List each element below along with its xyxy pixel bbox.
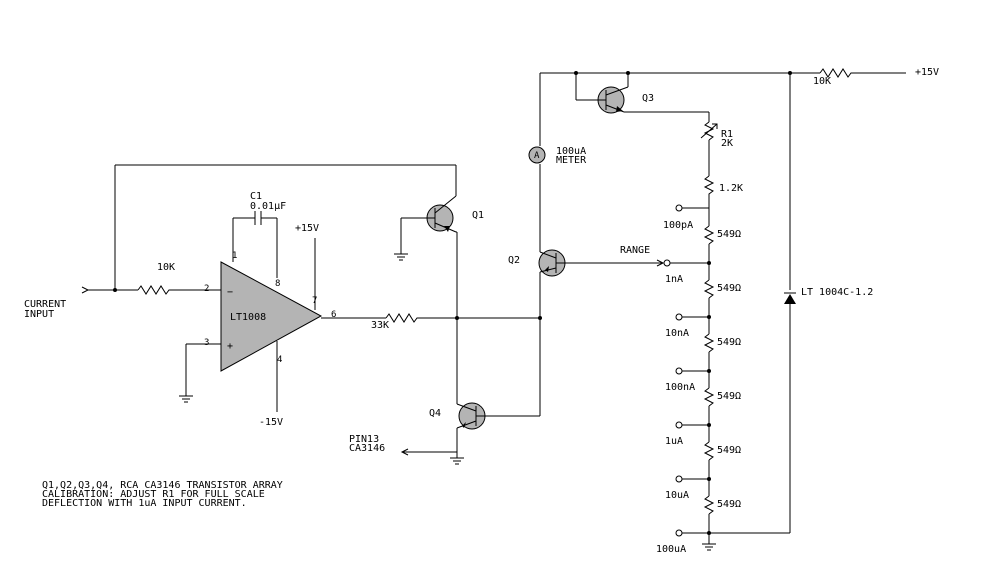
ladder-resistor: [703, 225, 715, 245]
ladder-resistor-value-6: 549Ω: [717, 499, 741, 510]
resistor-1k2: [703, 175, 715, 208]
opamp-pin1: 1: [232, 251, 237, 261]
transistor-q3: [575, 73, 710, 122]
opamp-name: LT1008: [230, 312, 266, 323]
opamp-lt1008: [185, 238, 323, 412]
range-label-10ua: 10uA: [665, 490, 689, 501]
ladder-resistor-value-1: 549Ω: [717, 229, 741, 240]
junction-dot: [707, 531, 711, 535]
input-resistor-value: 10K: [157, 262, 175, 273]
range-label: RANGE: [620, 245, 650, 256]
ladder-resistor-value-4: 549Ω: [717, 391, 741, 402]
opamp-pin7: 7: [312, 296, 317, 306]
supply-label: +15V: [915, 67, 939, 78]
range-tap-100ua[interactable]: [675, 529, 709, 537]
ladder-resistor: [703, 495, 715, 515]
top-rail: [540, 68, 906, 78]
range-label-10na: 10nA: [665, 328, 689, 339]
ladder-resistor-value-2: 549Ω: [717, 283, 741, 294]
range-label-100pa: 100pA: [663, 220, 693, 231]
meter-label-line2: METER: [556, 155, 587, 166]
input-label-line2: INPUT: [24, 309, 54, 320]
opamp-pin3: 3: [204, 338, 209, 348]
opamp-vminus-label: -15V: [259, 417, 283, 428]
q4-label: Q4: [429, 408, 441, 419]
ladder-resistor: [703, 387, 715, 407]
junction-dot: [707, 477, 711, 481]
compensation-capacitor: [232, 211, 278, 278]
range-tap-1na[interactable]: [663, 259, 709, 267]
junction-dot: [707, 423, 711, 427]
ladder-resistor: [703, 441, 715, 461]
resistor-1k2-value: 1.2K: [719, 183, 743, 194]
note-line-3: DEFLECTION WITH 1uA INPUT CURRENT.: [42, 498, 247, 509]
note-line-1: Q1,Q2,Q3,Q4, RCA CA3146 TRANSISTOR ARRAY: [42, 480, 283, 491]
output-resistor-value: 33K: [371, 320, 389, 331]
supply-resistor-value: 10K: [813, 76, 831, 87]
transistor-q4: [456, 272, 541, 458]
input-resistor: [137, 285, 200, 295]
transistor-q1: [400, 195, 458, 404]
r1-name: R1: [721, 129, 733, 140]
range-tap-10na[interactable]: [675, 313, 709, 321]
ground-symbol: [394, 253, 408, 261]
input-label-line1: CURRENT: [24, 299, 66, 310]
range-tap-1ua[interactable]: [675, 421, 709, 429]
ammeter-symbol: A: [534, 151, 540, 161]
range-label-1na: 1nA: [665, 274, 683, 285]
opamp-pin8: 8: [275, 279, 280, 289]
pin13-arrow: [400, 448, 457, 456]
junction-dot: [113, 288, 117, 292]
ladder-resistor: [703, 333, 715, 353]
bottom-rail: [708, 532, 790, 544]
input-wire: [81, 286, 138, 294]
zener-label: LT 1004C-1.2: [801, 287, 873, 298]
pin13-label-line1: PIN13: [349, 434, 379, 445]
opamp-pin6: 6: [331, 310, 336, 320]
range-label-100ua: 100uA: [656, 544, 686, 555]
opamp-minus-sign: −: [227, 287, 233, 298]
transistor-q2: [538, 249, 665, 277]
ladder-resistor: [703, 279, 715, 299]
r1-potentiometer: [700, 121, 718, 176]
note-line-2: CALIBRATION: ADJUST R1 FOR FULL SCALE: [42, 489, 265, 500]
capacitor-value: 0.01μF: [250, 201, 286, 212]
ladder-resistor-value-3: 549Ω: [717, 337, 741, 348]
q1-label: Q1: [472, 210, 484, 221]
opamp-pin2: 2: [204, 284, 209, 294]
opamp-vplus-label: +15V: [295, 223, 319, 234]
q2-label: Q2: [508, 255, 520, 266]
ground-symbol: [702, 543, 716, 551]
meter-label-line1: 100uA: [556, 146, 586, 157]
range-label-100na: 100nA: [665, 382, 695, 393]
ladder-resistor-value-5: 549Ω: [717, 445, 741, 456]
output-resistor: [321, 313, 540, 323]
junction-dot: [707, 369, 711, 373]
range-tap-100pa[interactable]: [675, 204, 709, 212]
ammeter: [528, 146, 546, 164]
feedback-wire: [114, 164, 457, 290]
q3-label: Q3: [642, 93, 654, 104]
r1-value: 2K: [721, 138, 733, 149]
capacitor-name: C1: [250, 191, 262, 202]
opamp-plus-sign: +: [227, 341, 233, 352]
range-tap-10ua[interactable]: [675, 475, 709, 483]
range-label-1ua: 1uA: [665, 436, 683, 447]
pin13-label-line2: CA3146: [349, 443, 385, 454]
ground-symbol: [450, 457, 464, 465]
range-tap-100na[interactable]: [675, 367, 709, 375]
ground-symbol: [179, 395, 193, 403]
junction-dot: [707, 315, 711, 319]
opamp-pin4: 4: [277, 355, 282, 365]
junction-dot: [707, 261, 711, 265]
zener-reference-diode: [784, 73, 796, 533]
